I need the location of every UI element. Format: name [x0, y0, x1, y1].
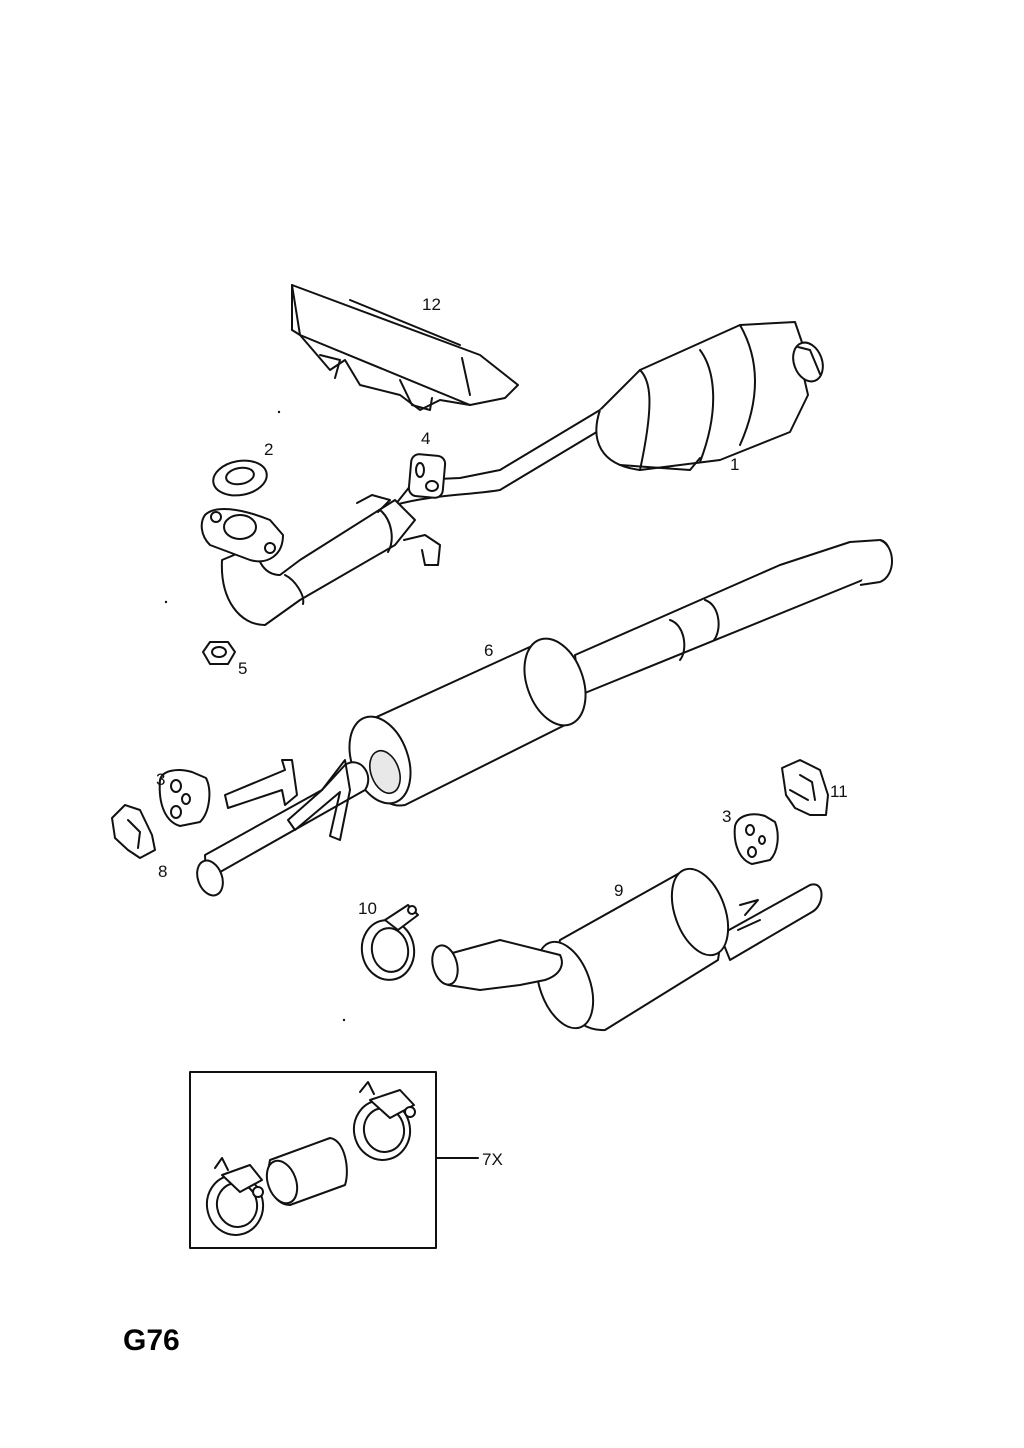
repair-kit-box[interactable]: [189, 1071, 437, 1249]
rear-silencer-part[interactable]: [428, 861, 823, 1036]
rubber-mount-4-part[interactable]: [407, 453, 447, 499]
callout-3-right: 3: [722, 807, 731, 826]
callout-2: 2: [264, 440, 273, 459]
heat-shield-part[interactable]: [291, 284, 519, 411]
callout-1: 1: [730, 455, 739, 474]
exhaust-clamp-10-part[interactable]: [357, 904, 419, 984]
rubber-mount-3-left-part[interactable]: [158, 769, 211, 827]
callout-8: 8: [158, 862, 167, 881]
rubber-mount-3-right-part[interactable]: [733, 813, 779, 865]
callout-7x: 7X: [482, 1150, 503, 1169]
repair-kit-sleeve: [265, 1137, 348, 1206]
catalytic-converter-part[interactable]: [394, 321, 828, 506]
callout-6: 6: [484, 641, 493, 660]
flange-gasket-part[interactable]: [210, 457, 269, 500]
callout-9: 9: [614, 881, 623, 900]
callout-5: 5: [238, 659, 247, 678]
callout-10: 10: [358, 899, 377, 918]
repair-kit-clamp-bottom: [205, 1157, 265, 1236]
middle-silencer-part[interactable]: [193, 539, 893, 899]
callout-4: 4: [421, 429, 430, 448]
mounting-bracket-11-part[interactable]: [781, 759, 829, 816]
repair-kit-clamp-top: [352, 1081, 416, 1161]
page-code: G76: [123, 1324, 180, 1357]
flange-nut-part[interactable]: [202, 641, 236, 665]
callout-11: 11: [830, 782, 848, 801]
front-downpipe[interactable]: [200, 494, 441, 626]
callout-3-left: 3: [156, 770, 165, 789]
callout-12: 12: [422, 295, 441, 314]
mounting-bracket-8-part[interactable]: [111, 804, 156, 859]
